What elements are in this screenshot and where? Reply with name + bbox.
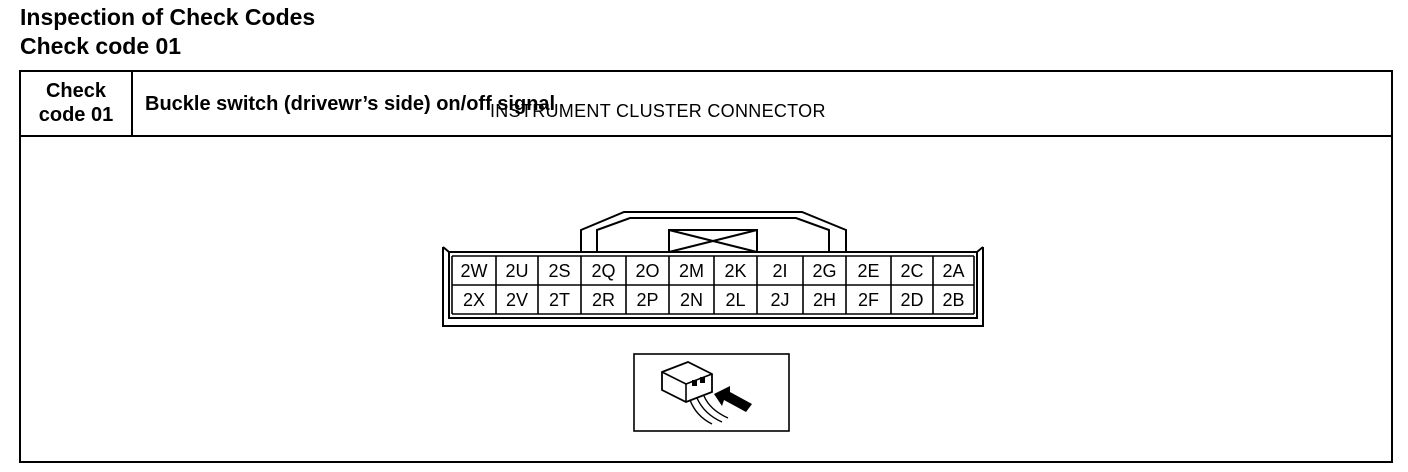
pin-label-2b: 2B — [942, 290, 964, 310]
pin-label-2u: 2U — [505, 261, 528, 281]
pin-label-2v: 2V — [506, 290, 528, 310]
pin-label-2p: 2P — [636, 290, 658, 310]
pin-label-2h: 2H — [813, 290, 836, 310]
connector-title: INSTRUMENT CLUSTER CONNECTOR — [490, 101, 826, 121]
pin-label-2m: 2M — [679, 261, 704, 281]
check-code-label-line2: code 01 — [38, 104, 114, 126]
pin-label-2i: 2I — [772, 261, 787, 281]
pin-label-2e: 2E — [857, 261, 879, 281]
check-code-table: Check code 01 Buckle switch (drivewr’s s… — [19, 70, 1393, 463]
pin-label-2d: 2D — [900, 290, 923, 310]
pin-label-2r: 2R — [592, 290, 615, 310]
pin-label-2f: 2F — [858, 290, 879, 310]
pin-label-2t: 2T — [549, 290, 570, 310]
pin-label-2x: 2X — [463, 290, 485, 310]
connector-probe-icon — [633, 353, 790, 432]
pin-label-2j: 2J — [770, 290, 789, 310]
pin-label-2w: 2W — [461, 261, 488, 281]
check-code-label-line1: Check — [45, 80, 107, 102]
pin-label-2k: 2K — [724, 261, 746, 281]
pin-label-2s: 2S — [548, 261, 570, 281]
pin-label-2g: 2G — [812, 261, 836, 281]
page-subtitle: Check code 01 — [20, 33, 182, 59]
pin-labels: 2W 2U 2S 2Q 2O 2M 2K 2I 2G 2E 2C 2A 2X 2V 2T 2R 2P 2N 2L 2J… — [461, 261, 965, 310]
pin-label-2q: 2Q — [591, 261, 615, 281]
connector-housing — [442, 211, 984, 327]
pin-grid — [451, 255, 975, 315]
pin-label-2o: 2O — [635, 261, 659, 281]
pin-label-2a: 2A — [942, 261, 964, 281]
check-code-cell: Check code 01 — [21, 72, 133, 135]
table-header-row: Check code 01 Buckle switch (drivewr’s s… — [21, 72, 1391, 137]
pin-label-2l: 2L — [725, 290, 745, 310]
pin-label-2n: 2N — [680, 290, 703, 310]
pin-label-2c: 2C — [900, 261, 923, 281]
page-title: Inspection of Check Codes — [20, 4, 316, 30]
check-code-description: Buckle switch (drivewr’s side) on/off si… — [145, 93, 556, 115]
